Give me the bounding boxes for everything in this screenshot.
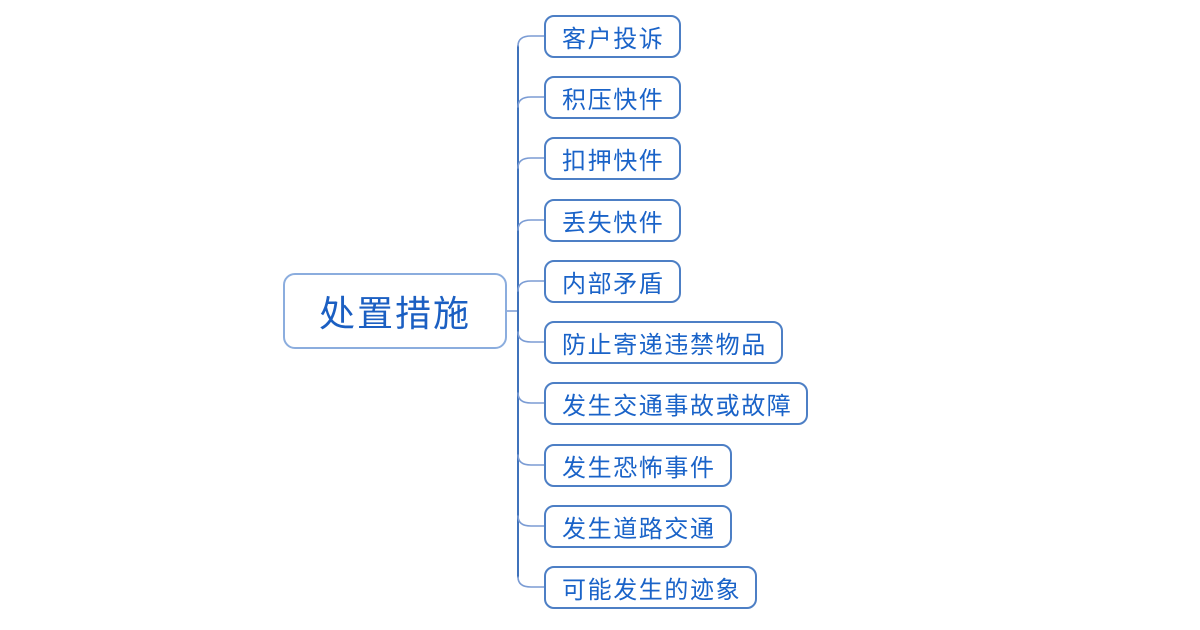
- child-node-label: 防止寄递违禁物品: [562, 332, 767, 359]
- child-node[interactable]: 积压快件: [544, 75, 681, 119]
- child-node[interactable]: 发生恐怖事件: [544, 443, 732, 487]
- child-node-label: 发生交通事故或故障: [562, 393, 793, 420]
- root-node[interactable]: 处置措施: [283, 273, 507, 349]
- child-node[interactable]: 防止寄递违禁物品: [544, 320, 783, 364]
- child-node-label: 发生恐怖事件: [562, 455, 716, 482]
- child-node-label: 扣押快件: [562, 148, 665, 175]
- child-node[interactable]: 丢失快件: [544, 198, 681, 242]
- child-node[interactable]: 发生道路交通: [544, 504, 732, 548]
- child-node[interactable]: 发生交通事故或故障: [544, 381, 808, 425]
- root-node-label: 处置措施: [318, 294, 471, 334]
- child-node-label: 丢失快件: [562, 210, 665, 237]
- child-node[interactable]: 客户投诉: [544, 14, 681, 58]
- child-node-label: 客户投诉: [562, 26, 665, 53]
- child-node-label: 内部矛盾: [562, 271, 665, 298]
- child-node[interactable]: 扣押快件: [544, 136, 681, 180]
- child-node-label: 积压快件: [562, 87, 665, 114]
- child-node-label: 可能发生的迹象: [562, 577, 742, 604]
- child-node[interactable]: 可能发生的迹象: [544, 565, 757, 609]
- child-node-label: 发生道路交通: [562, 516, 716, 543]
- child-node[interactable]: 内部矛盾: [544, 259, 681, 303]
